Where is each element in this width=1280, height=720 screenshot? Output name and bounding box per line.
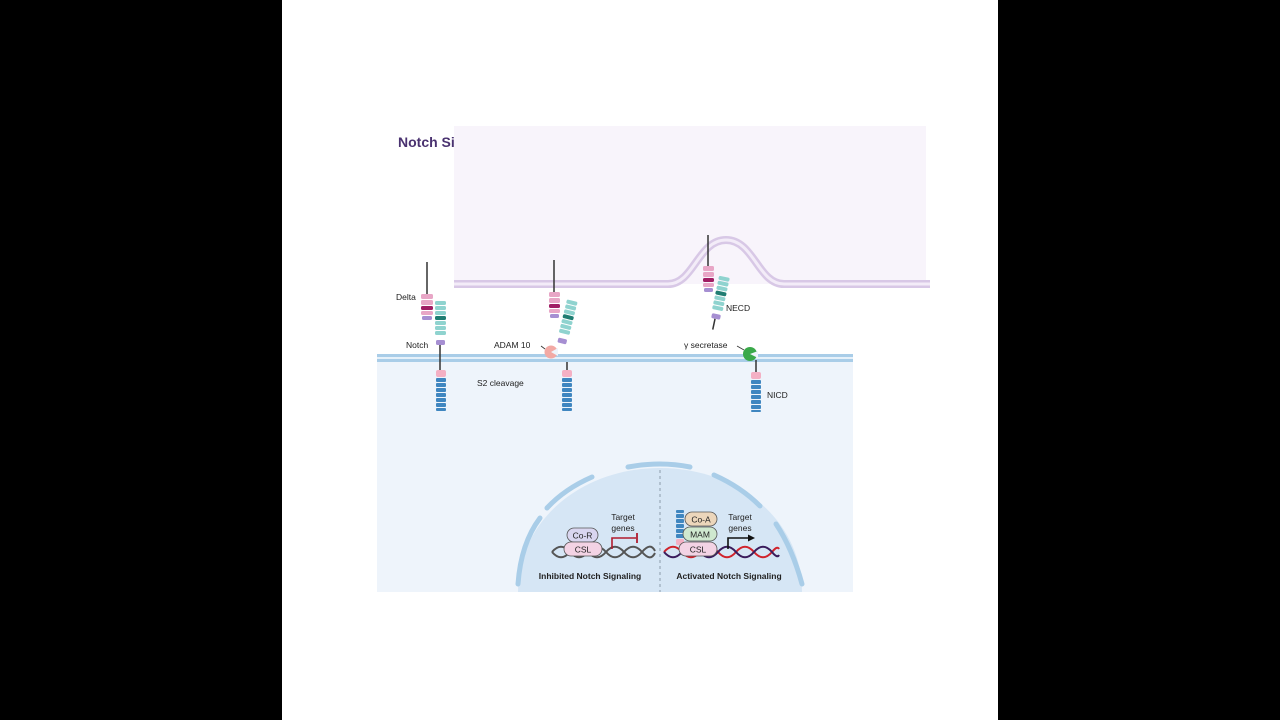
- notch-intracellular-2: [562, 370, 572, 411]
- target-genes-activated-line2: genes: [728, 523, 751, 533]
- figure-page: Notch Signalling Pathway: [282, 0, 998, 720]
- nucleus: Co-R CSL Target genes Inhibited Notch Si…: [515, 461, 805, 592]
- s2-cleavage-label: S2 cleavage: [477, 378, 524, 388]
- delta-ligand-3: [703, 266, 714, 292]
- activated-side: Co-A MAM CSL Target genes Activated Notc…: [663, 510, 782, 581]
- inhibited-caption: Inhibited Notch Signaling: [539, 571, 641, 581]
- notch-pathway-diagram: Notch Signalling Pathway: [377, 126, 930, 592]
- transcription-arrow: [727, 537, 750, 549]
- delta-ligand-2: [549, 292, 560, 318]
- receiving-cell-membrane-inner: [377, 357, 853, 359]
- csl-protein-inhibited: [563, 541, 603, 557]
- nicd-label: NICD: [767, 390, 788, 400]
- necd-fragment: [711, 275, 730, 330]
- adam10-label: ADAM 10: [494, 340, 531, 350]
- adam10-cleavage-complex: ADAM 10 S2 cleavage: [477, 260, 578, 411]
- csl-protein-activated: [678, 541, 718, 557]
- delta-label: Delta: [396, 292, 416, 302]
- activated-caption: Activated Notch Signaling: [676, 571, 781, 581]
- sending-cell-cytoplasm: [454, 126, 926, 284]
- gamma-secretase-group: γ secretase NICD: [684, 340, 788, 412]
- repression-arrow: [611, 537, 636, 549]
- nuclear-envelope: [515, 461, 805, 587]
- co-r-label: Co-R: [573, 531, 593, 541]
- co-a-protein: [684, 511, 718, 527]
- notch-label: Notch: [406, 340, 428, 350]
- gamma-secretase-label: γ secretase: [684, 340, 728, 350]
- mam-protein: [682, 526, 718, 542]
- necd-complex: NECD: [703, 235, 750, 330]
- necd-label: NECD: [726, 303, 750, 313]
- csl-label-inhibited: CSL: [575, 545, 592, 555]
- delta-notch-complex: Delta Notch: [396, 262, 446, 411]
- csl-label-activated: CSL: [690, 545, 707, 555]
- inhibited-side: Co-R CSL Target genes Inhibited Notch Si…: [539, 512, 656, 581]
- nicd-fragment: [751, 372, 761, 412]
- notch-receptor: [435, 301, 446, 411]
- delta-ligand: [421, 294, 433, 320]
- target-genes-inhibited-line2: genes: [611, 523, 634, 533]
- notch-extracellular-tilted: [557, 299, 578, 345]
- mam-label: MAM: [690, 530, 710, 540]
- co-a-label: Co-A: [691, 515, 711, 525]
- nicd-bound: [676, 510, 684, 545]
- sending-cell-membrane-inner: [454, 238, 930, 286]
- target-genes-inhibited-line1: Target: [611, 512, 635, 522]
- target-genes-activated-line1: Target: [728, 512, 752, 522]
